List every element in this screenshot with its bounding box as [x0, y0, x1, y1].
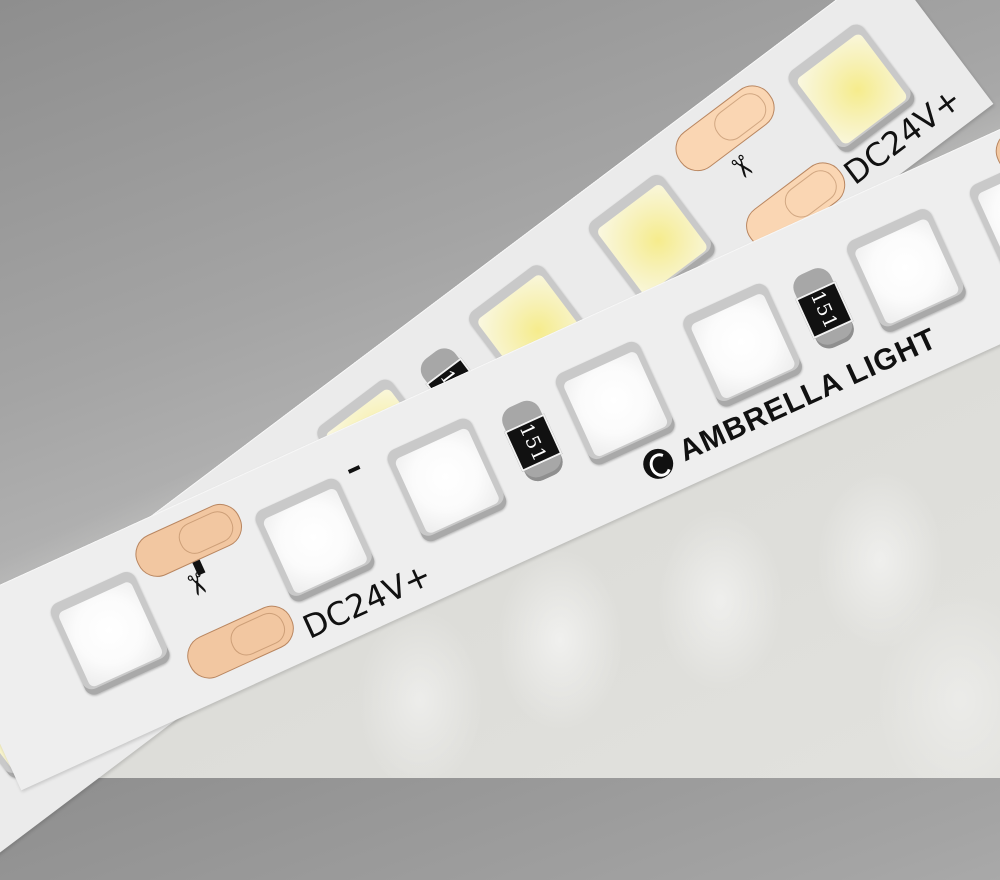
led-chip [966, 149, 1000, 280]
brand-logo-icon [638, 443, 679, 484]
led-chip [384, 415, 510, 545]
resistor-code: 151 [515, 420, 552, 466]
resistor: 151 [497, 396, 568, 486]
led-chip [47, 568, 173, 698]
resistor: 151 [788, 263, 859, 353]
resistor-code: 151 [806, 287, 843, 333]
minus-mark [347, 465, 361, 474]
led-chip [843, 205, 969, 336]
